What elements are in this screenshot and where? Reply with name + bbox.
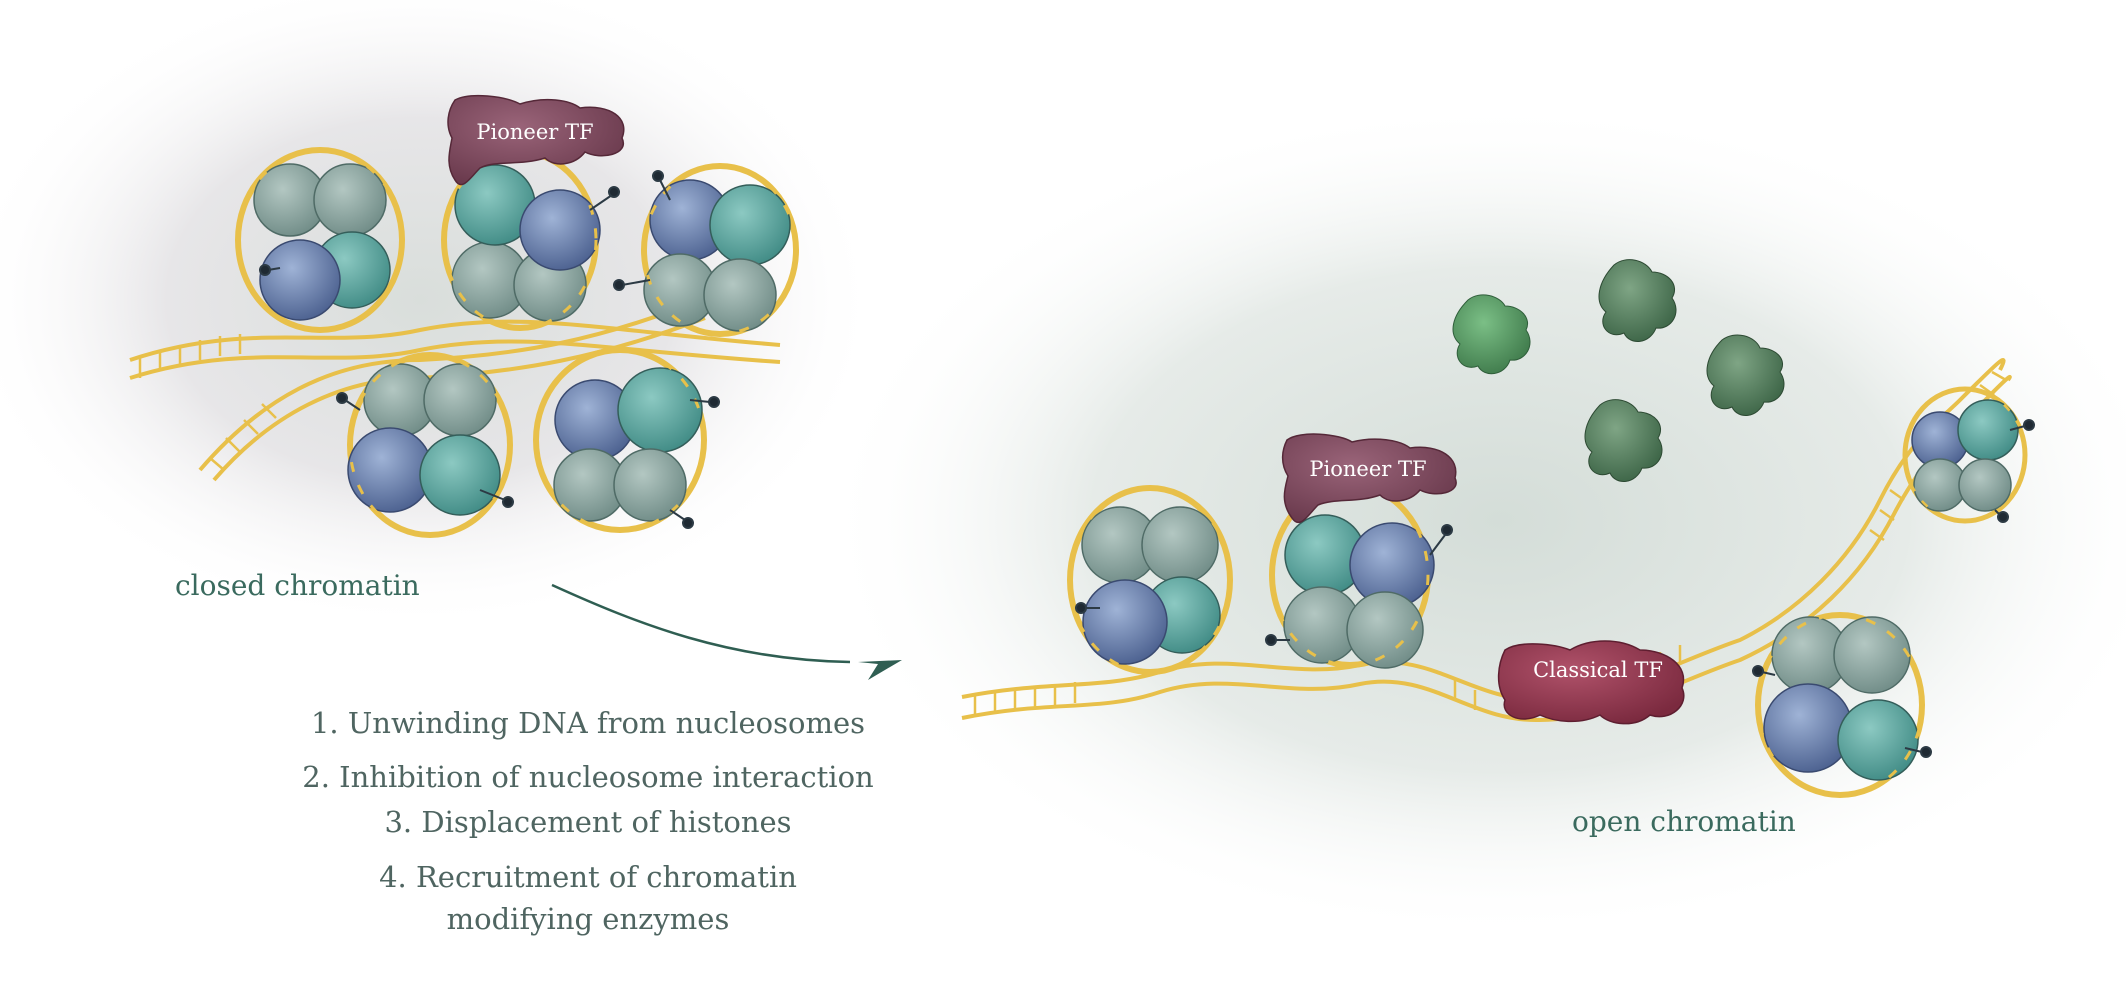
free-tf-protein <box>1452 294 1531 375</box>
arrow-head <box>858 660 902 680</box>
open-chromatin-label: open chromatin <box>1572 805 1796 838</box>
open-chromatin-background <box>820 100 2126 940</box>
step-2: 2. Inhibition of nucleosome interaction <box>302 760 873 794</box>
mechanism-steps: 1. Unwinding DNA from nucleosomes 2. Inh… <box>302 706 873 936</box>
step-4: 4. Recruitment of chromatin <box>379 860 797 894</box>
nucleosome <box>1067 485 1233 675</box>
free-tf-protein <box>1706 334 1785 416</box>
free-tf-proteins <box>1452 259 1785 482</box>
histone-tails <box>1075 419 2035 758</box>
pioneer-tf-protein: Pioneer TF <box>447 94 625 186</box>
transition-arrow <box>551 583 851 664</box>
nucleosome <box>533 347 707 533</box>
histone-tails <box>259 170 720 529</box>
nucleosome <box>1755 612 1925 798</box>
nucleosome <box>347 352 513 538</box>
nucleosome <box>235 147 405 333</box>
step-1: 1. Unwinding DNA from nucleosomes <box>311 706 865 740</box>
classical-tf-protein: Classical TF <box>1497 640 1685 725</box>
pioneer-tf-label-right: Pioneer TF <box>1309 457 1426 481</box>
nucleosome <box>1902 386 2028 524</box>
step-4-continued: modifying enzymes <box>447 902 730 936</box>
pioneer-tf-label-top: Pioneer TF <box>476 120 593 144</box>
closed-chromatin-label: closed chromatin <box>175 569 420 602</box>
nucleosome <box>1269 482 1435 669</box>
free-tf-protein <box>1598 259 1677 342</box>
closed-chromatin-cluster: Pioneer TF <box>129 94 799 538</box>
classical-tf-label: Classical TF <box>1533 658 1663 682</box>
open-chromatin-cluster: Pioneer TF Classical TF <box>961 259 2035 798</box>
dna-rungs <box>138 334 277 471</box>
free-tf-protein <box>1584 399 1663 482</box>
step-3: 3. Displacement of histones <box>384 805 791 839</box>
pioneer-tf-protein: Pioneer TF <box>1281 433 1457 524</box>
